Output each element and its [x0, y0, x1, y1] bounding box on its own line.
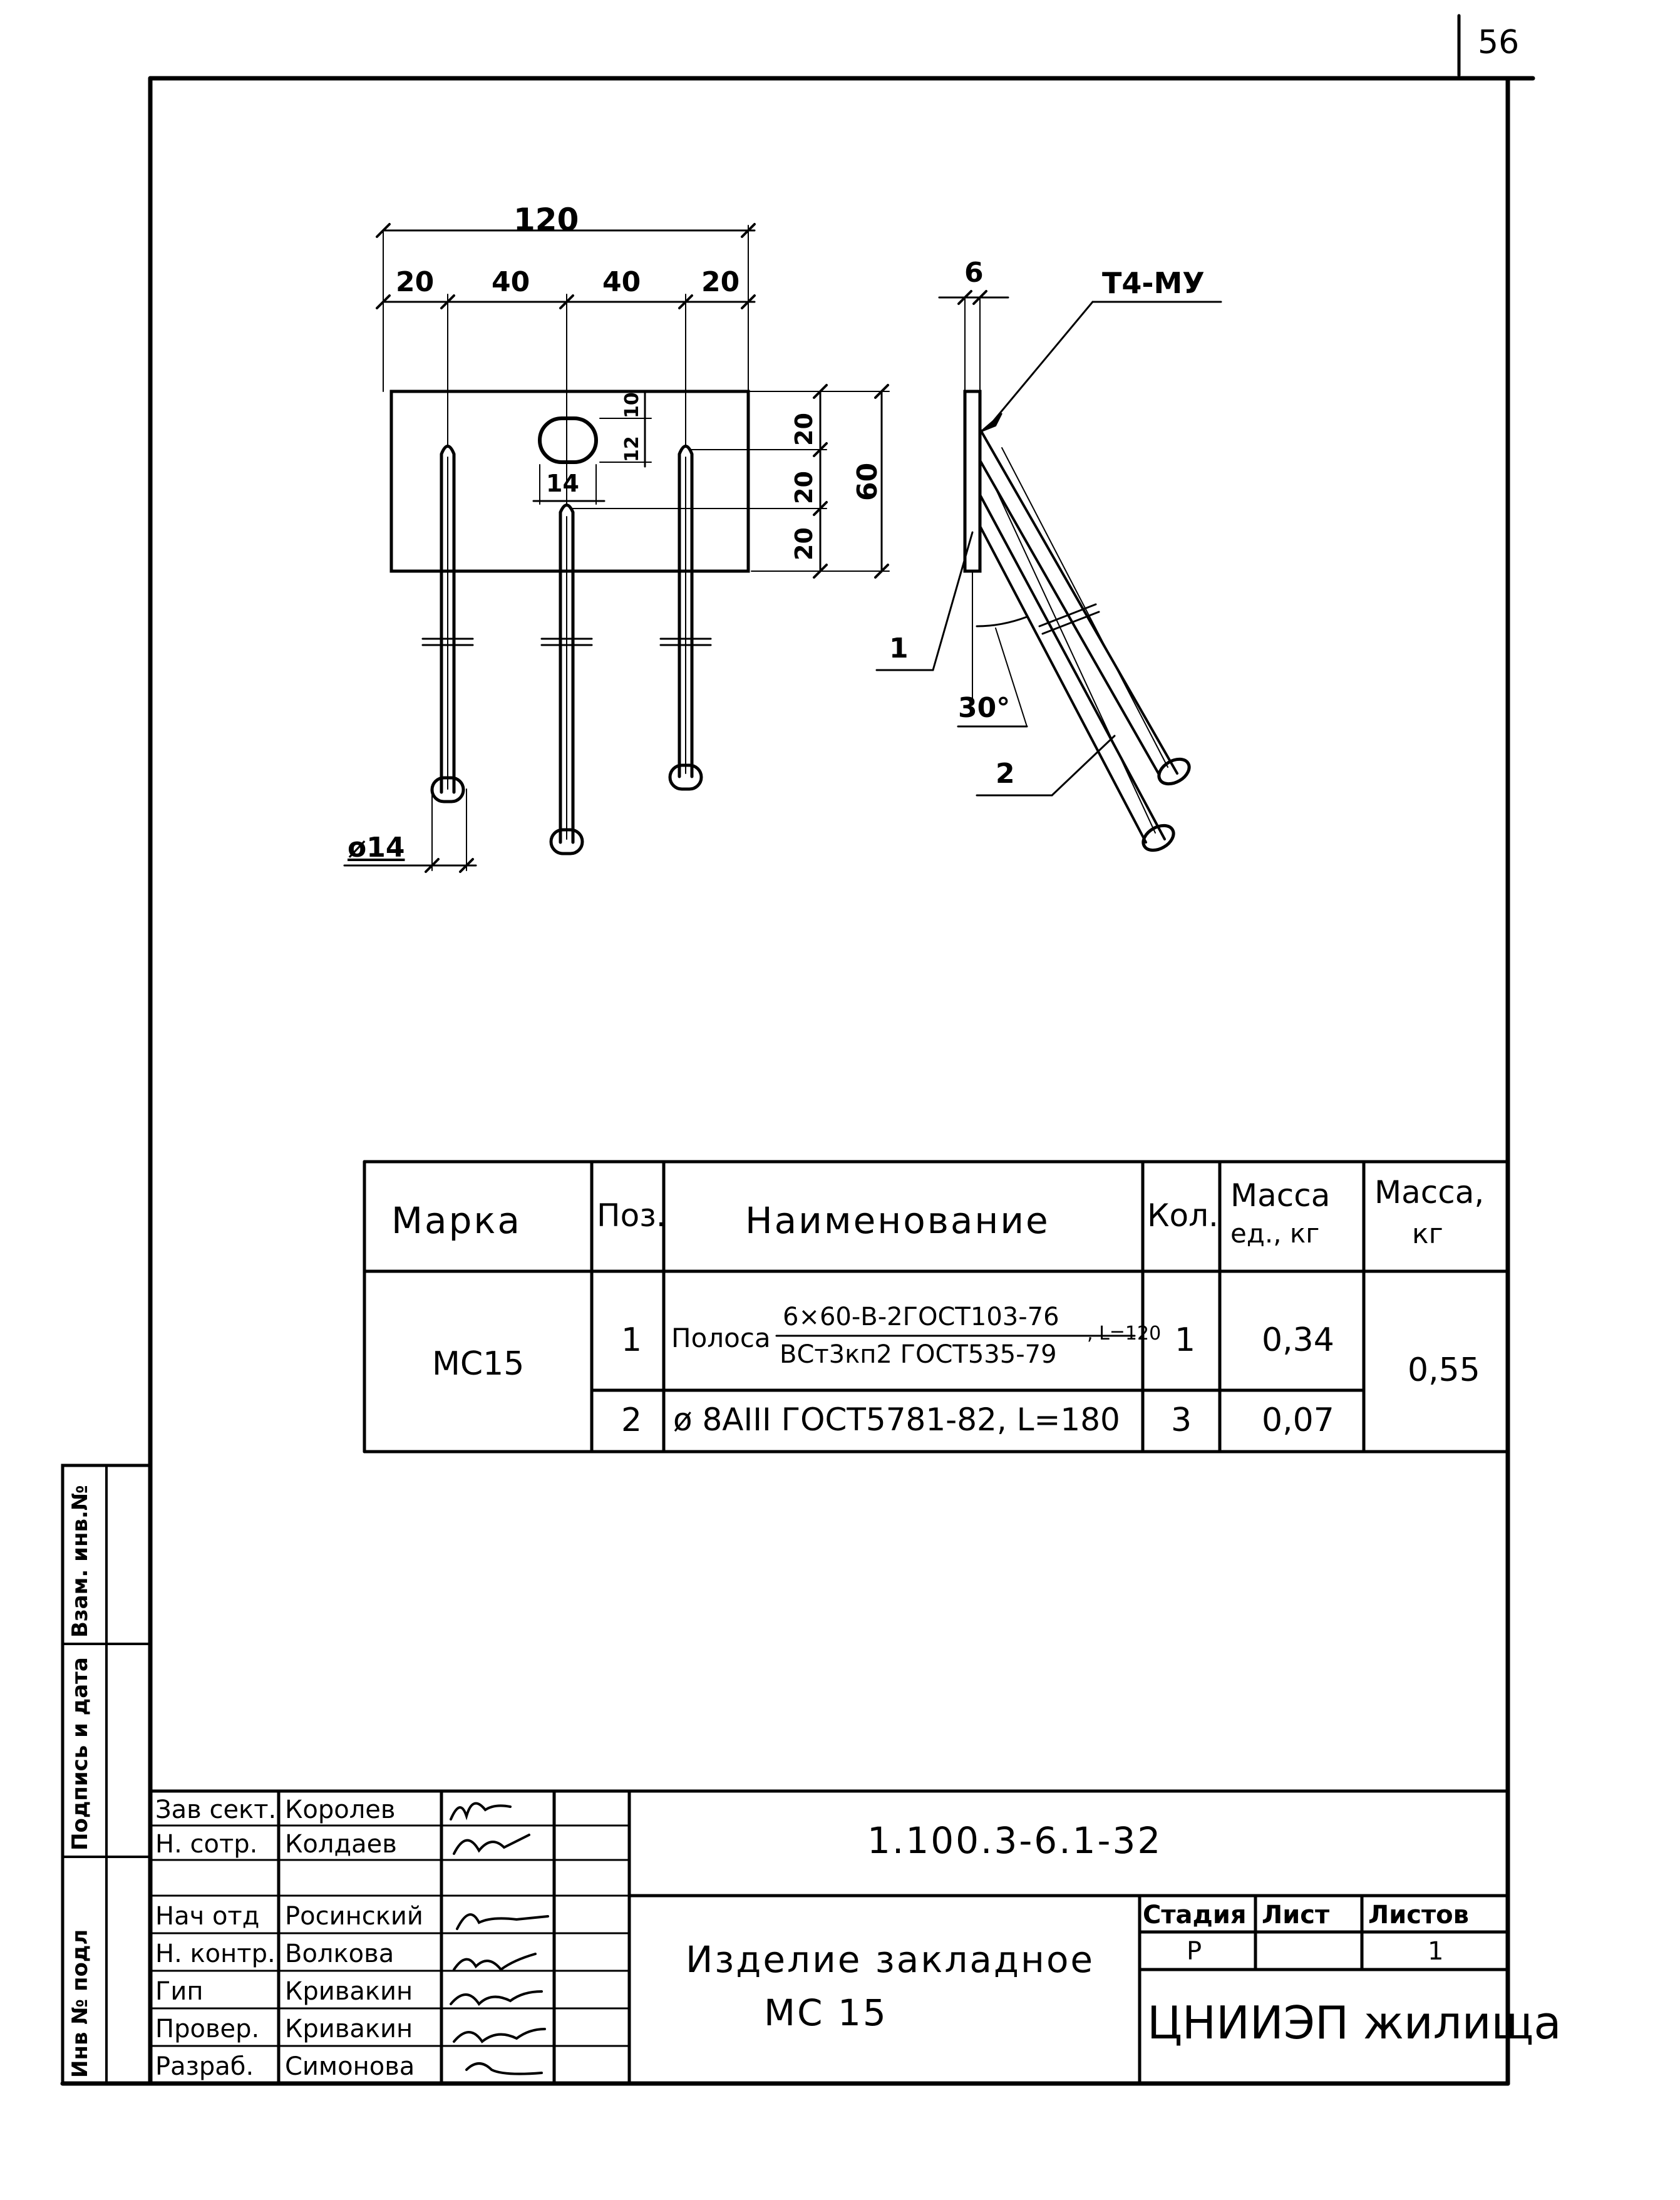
header-mark: Марка [391, 1199, 522, 1242]
header-mass-2: кг [1412, 1218, 1443, 1250]
sheets-label: Листов [1368, 1901, 1469, 1929]
header-qty: Кол. [1147, 1197, 1219, 1234]
dim-seg1: 20 [396, 266, 435, 298]
dim-seg3: 40 [602, 266, 641, 298]
staff-role-5: Н. контр. [155, 1939, 276, 1968]
row1-qty: 1 [1175, 1321, 1196, 1359]
doc-title-line1: Изделие закладное [686, 1938, 1095, 1981]
staff-name-4: Росинский [285, 1902, 423, 1931]
side-inv-no: Инв № подл [68, 1929, 93, 2078]
staff-role-6: Гип [155, 1977, 204, 2006]
sheets-value: 1 [1428, 1937, 1444, 1966]
stage-label: Стадия [1143, 1901, 1247, 1929]
staff-name-6: Кривакин [285, 1977, 413, 2006]
pos2-label: 2 [996, 758, 1015, 790]
header-unit-mass-1: Масса [1230, 1177, 1331, 1214]
staff-role-8: Разраб. [155, 2052, 254, 2081]
staff-name-1: Королев [285, 1795, 396, 1824]
row1-name-denominator: ВСт3кп2 ГОСТ535-79 [780, 1340, 1057, 1369]
dim-hole-height: 12 [621, 436, 643, 462]
organization: ЦНИИЭП жилища [1147, 1996, 1562, 2049]
row1-name-numerator: 6×60-В-2ГОСТ103-76 [783, 1303, 1059, 1331]
row2-pos: 2 [621, 1402, 642, 1439]
staff-name-7: Кривакин [285, 2015, 413, 2043]
row1-name-suffix: , L=120 [1087, 1323, 1162, 1345]
row1-pos: 1 [621, 1321, 642, 1359]
staff-name-5: Волкова [285, 1939, 394, 1968]
staff-name-8: Симонова [285, 2052, 415, 2081]
header-mass-1: Масса, [1374, 1174, 1485, 1211]
side-sign-date: Подпись и дата [68, 1657, 93, 1851]
sheet-label: Лист [1262, 1901, 1330, 1929]
dim-height-seg2: 20 [790, 471, 818, 504]
header-unit-mass-2: ед., кг [1230, 1218, 1320, 1249]
row2-name: ø 8АIII ГОСТ5781-82, L=180 [673, 1402, 1120, 1438]
dim-hole-width: 14 [546, 470, 579, 497]
dim-thickness: 6 [964, 257, 984, 289]
dim-height-total: 60 [852, 462, 884, 501]
staff-role-1: Зав сект. [155, 1795, 277, 1824]
side-replace-inv: Взам. инв.№ [68, 1485, 93, 1638]
row2-unit-mass: 0,07 [1262, 1402, 1334, 1439]
row-mark: МС15 [432, 1345, 525, 1383]
dim-overall-width: 120 [513, 202, 579, 238]
dim-bar-diameter: ø14 [348, 832, 405, 864]
row1-name-prefix: Полоса [671, 1323, 771, 1353]
header-name: Наименование [745, 1199, 1050, 1242]
signatures [450, 1802, 549, 2075]
weld-mark: Т4-МУ [1102, 266, 1205, 300]
dim-hole-offset: 10 [621, 392, 643, 418]
stage-value: Р [1187, 1937, 1202, 1966]
dim-angle: 30° [958, 692, 1011, 724]
staff-role-7: Провер. [155, 2015, 260, 2043]
row2-qty: 3 [1171, 1402, 1192, 1439]
sheet-number: 56 [1478, 24, 1520, 61]
dim-height-seg1: 20 [790, 413, 818, 446]
pos1-label: 1 [889, 633, 909, 664]
staff-name-2: Колдаев [285, 1830, 397, 1859]
row-total-mass: 0,55 [1408, 1351, 1480, 1389]
dim-seg2: 40 [492, 266, 530, 298]
dim-seg4: 20 [701, 266, 740, 298]
staff-role-4: Нач отд [155, 1902, 260, 1931]
doc-code: 1.100.3-6.1-32 [867, 1819, 1163, 1862]
doc-title-line2: МС 15 [764, 1991, 888, 2034]
row1-unit-mass: 0,34 [1262, 1321, 1334, 1359]
header-pos: Поз. [597, 1197, 666, 1234]
dim-height-seg3: 20 [790, 527, 818, 560]
staff-role-2: Н. сотр. [155, 1830, 258, 1859]
